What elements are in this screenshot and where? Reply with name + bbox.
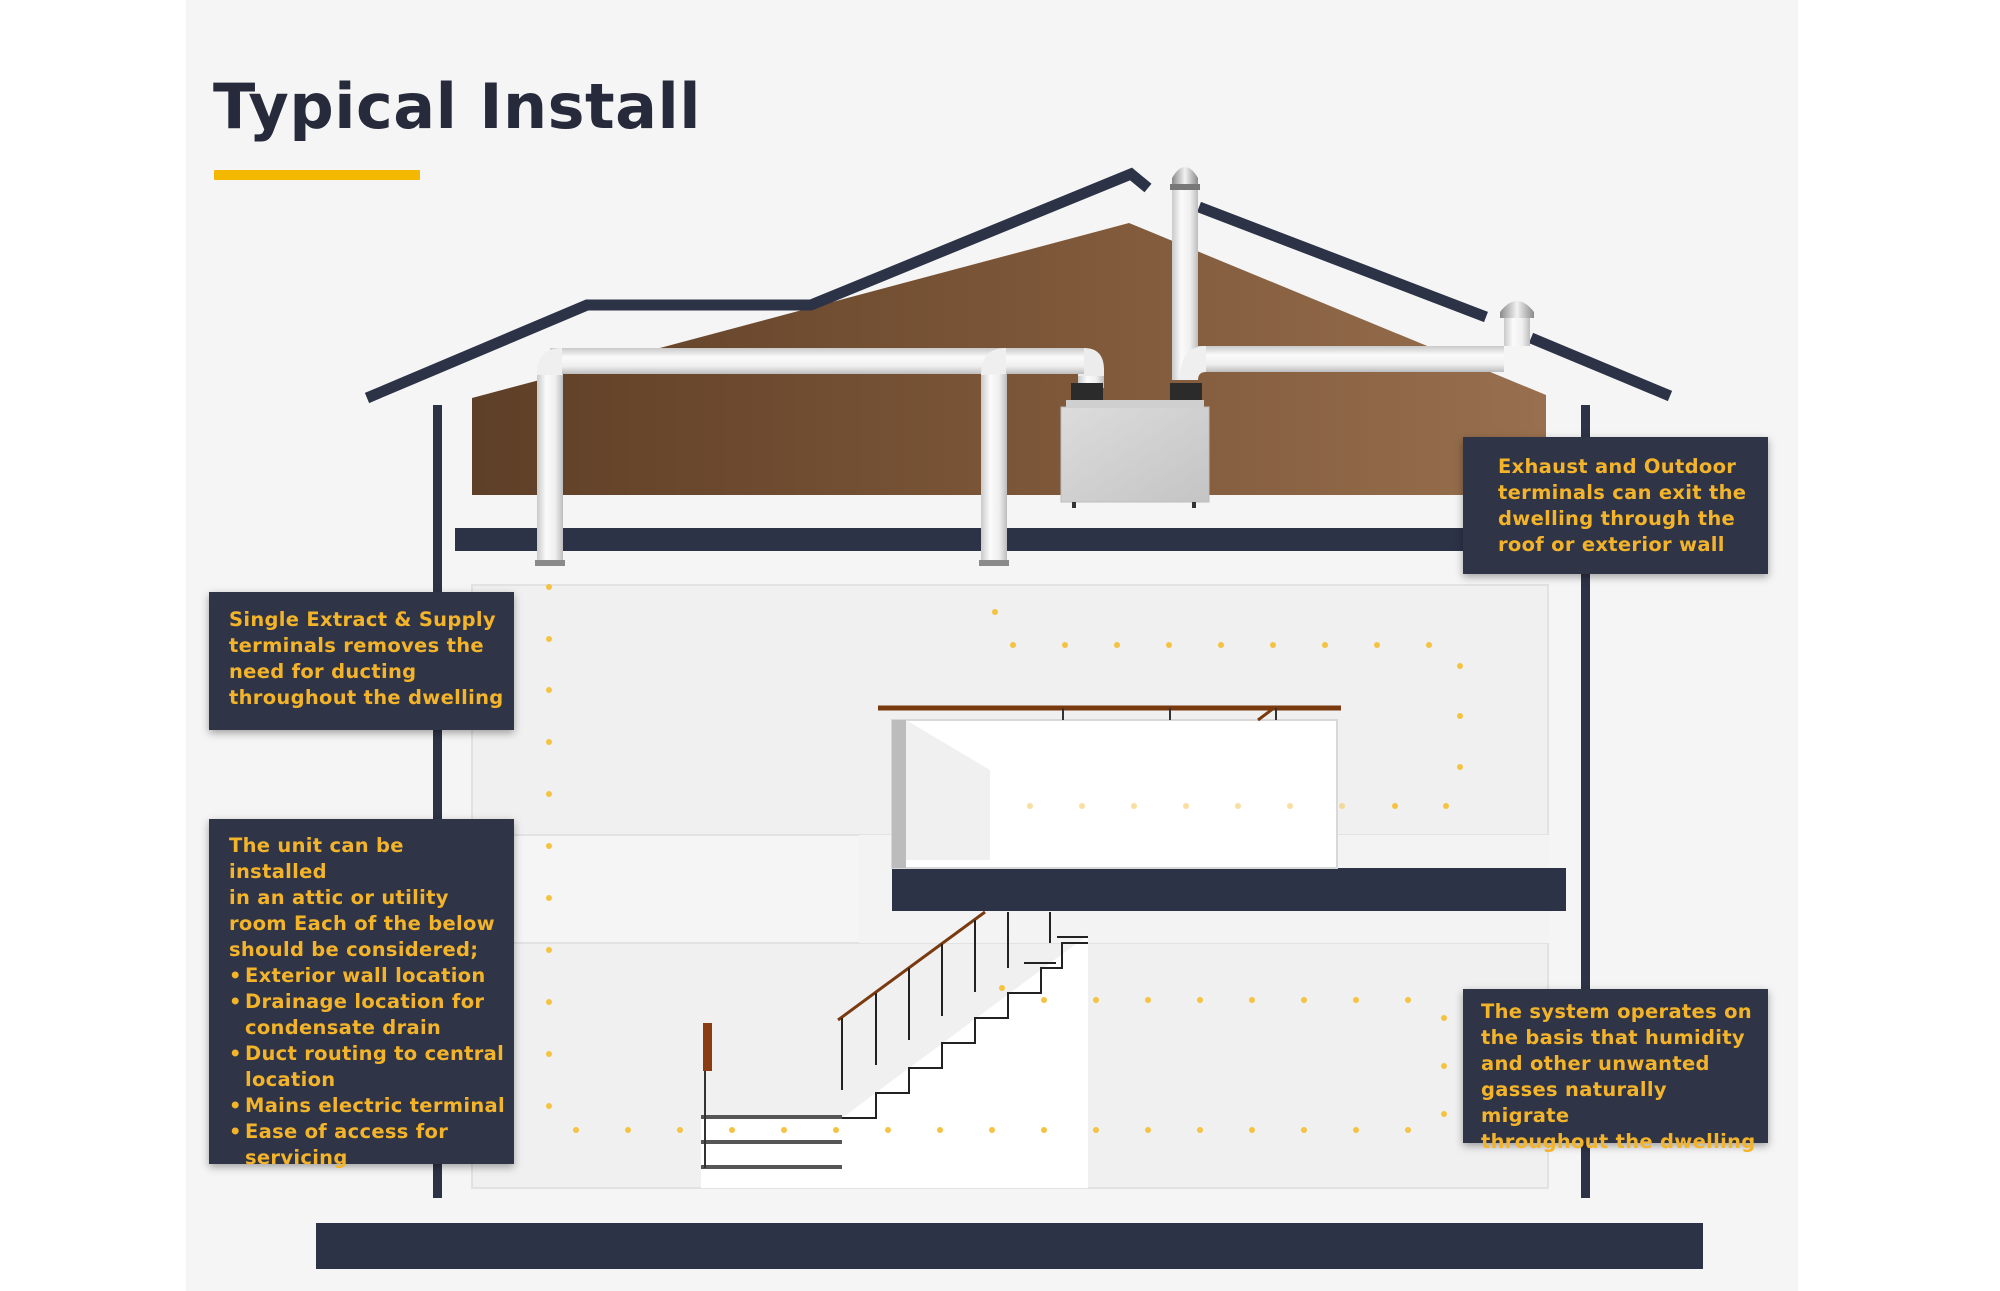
callout-single-text: Single Extract & Supply terminals remove…	[229, 608, 504, 709]
callout-unit-intro: The unit can be installed in an attic or…	[229, 834, 495, 961]
roof-outline	[364, 167, 1152, 404]
title-underline	[214, 170, 420, 180]
list-item: Mains electric terminal	[229, 1093, 506, 1119]
callout-exhaust-outdoor-terminals: Exhaust and Outdoor terminals can exit t…	[1463, 437, 1768, 574]
callout-system-operation: The system operates on the basis that hu…	[1463, 989, 1768, 1153]
callout-unit-list: Exterior wall location Drainage location…	[229, 963, 506, 1171]
callout-system-text: The system operates on the basis that hu…	[1481, 1000, 1756, 1153]
list-item: Duct routing to central location	[229, 1041, 506, 1093]
middle-floor-slab	[892, 868, 1566, 911]
landing-railing	[878, 705, 1341, 869]
page-title: Typical Install	[213, 70, 701, 143]
callout-unit-installation: The unit can be installed in an attic or…	[209, 819, 514, 1169]
list-item: Exterior wall location	[229, 963, 506, 989]
mvhr-unit	[1060, 400, 1210, 508]
airflow-dots	[546, 584, 1463, 1133]
duct-pipes	[535, 167, 1534, 566]
right-exterior-wall	[1581, 405, 1590, 1198]
staircase	[701, 910, 1088, 1188]
left-exterior-wall	[433, 405, 442, 1198]
list-item: Drainage location for condensate drain	[229, 989, 506, 1041]
list-item: Ease of access for servicing	[229, 1119, 506, 1171]
roof-outline-eave	[1528, 332, 1673, 402]
callout-terminals-text: Exhaust and Outdoor terminals can exit t…	[1498, 455, 1747, 556]
roof-outline-right	[1197, 201, 1488, 323]
callout-single-extract-supply: Single Extract & Supply terminals remove…	[209, 592, 514, 730]
attic-floor	[455, 528, 1588, 551]
foundation-slab	[316, 1223, 1703, 1269]
